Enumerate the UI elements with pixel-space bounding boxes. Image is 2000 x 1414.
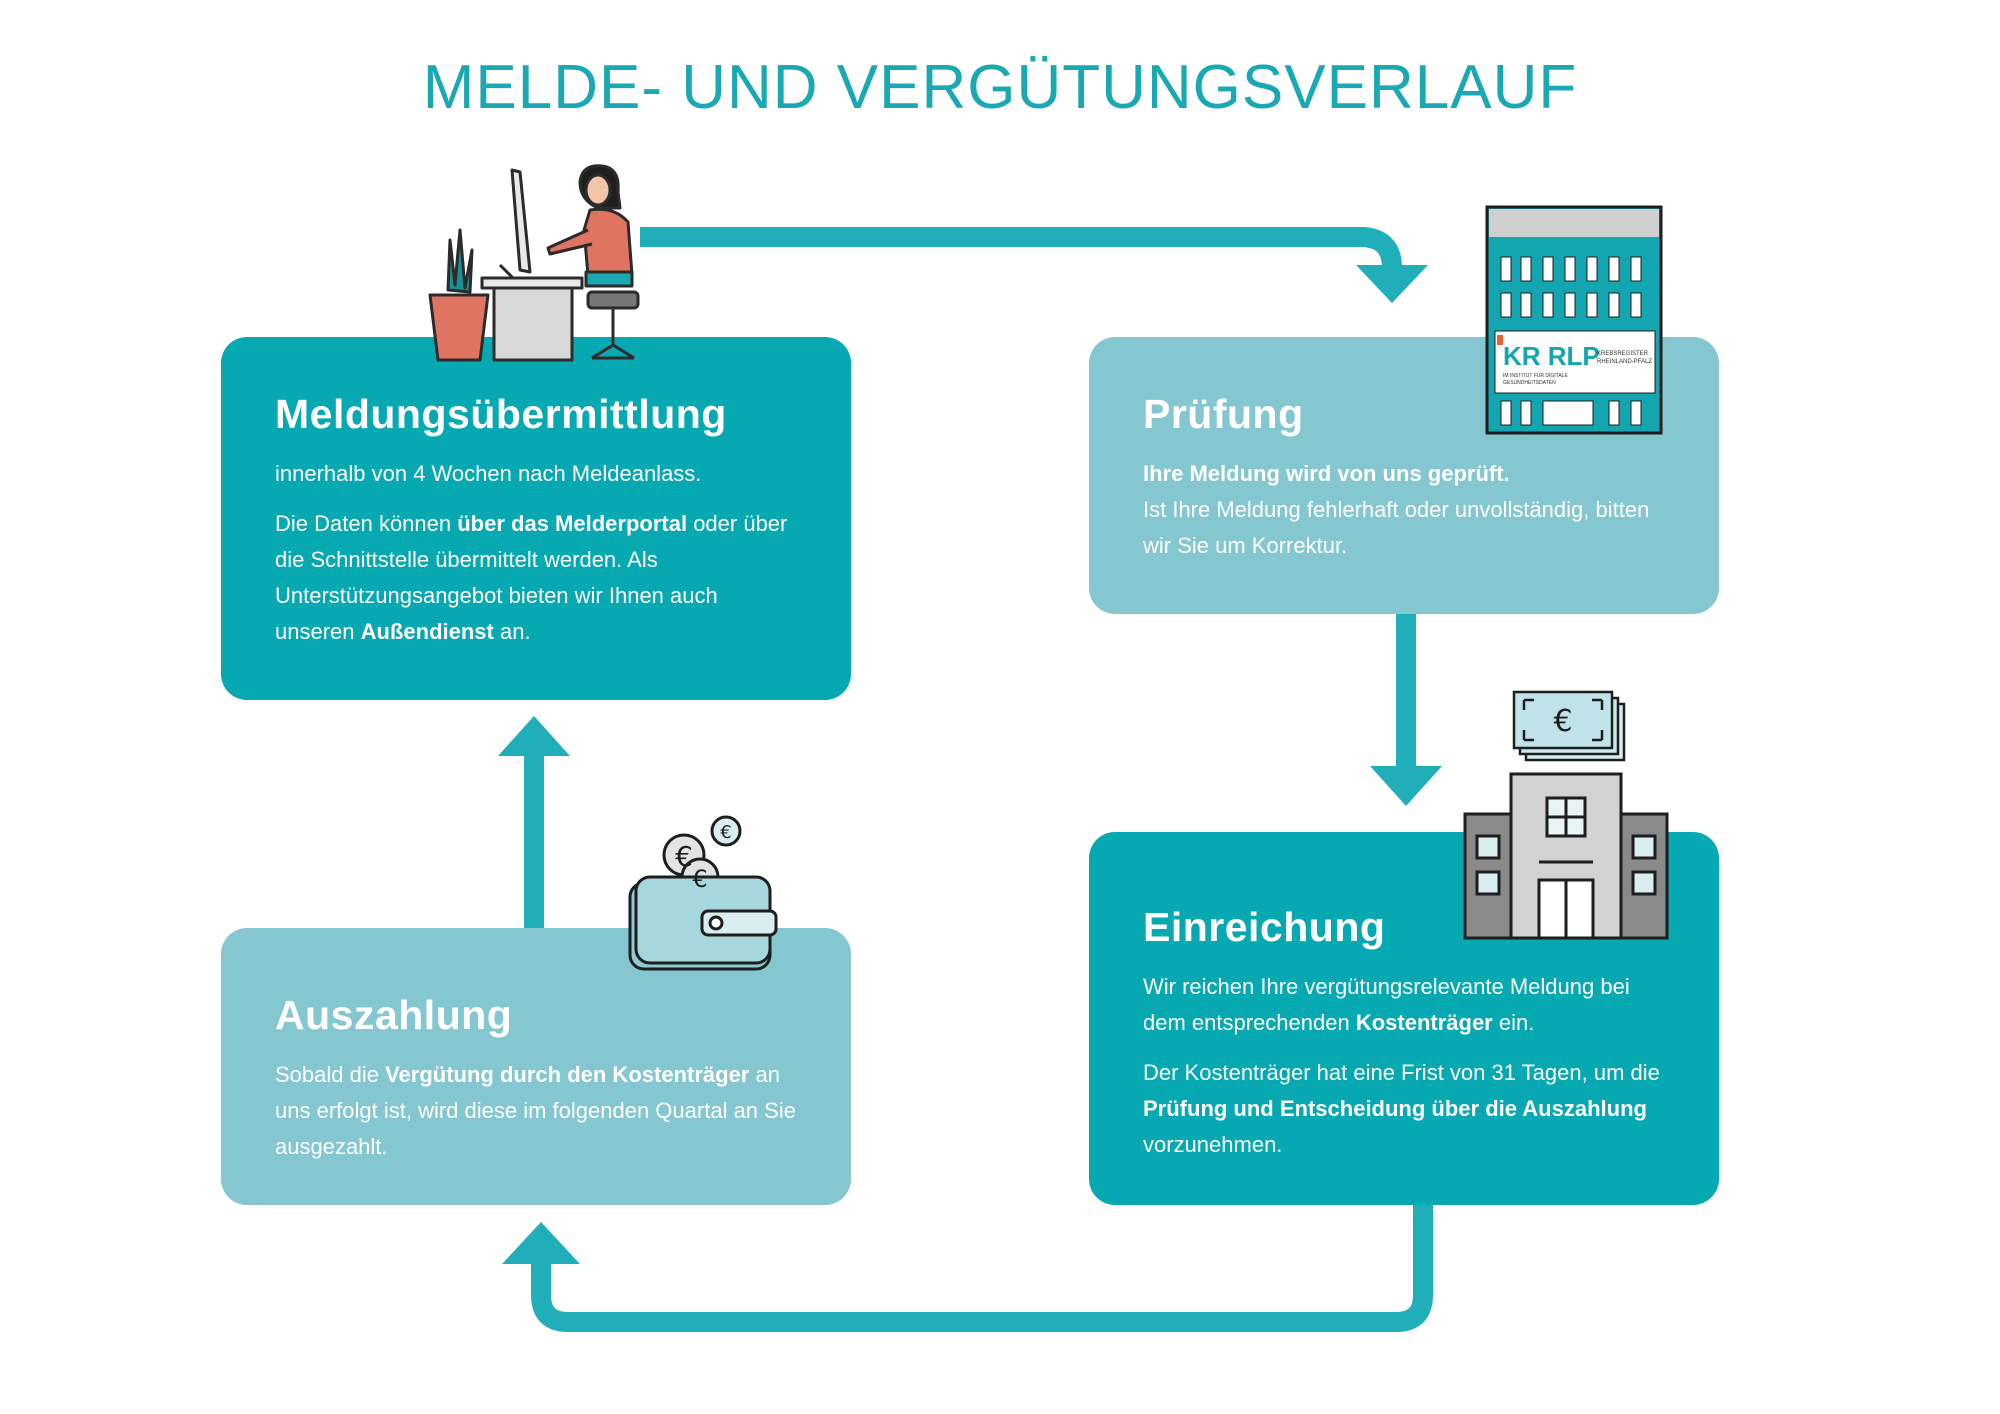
filing-heading: Einreichung	[1143, 904, 1386, 950]
arrowhead-submission	[498, 716, 570, 756]
coin-currency-3: €	[692, 865, 707, 893]
logo-sub1: IM INSTITUT FÜR DIGITALE	[1503, 372, 1568, 379]
card-submission: Meldungsübermittlung innerhalb von 4 Woc…	[221, 337, 851, 700]
arrowhead-filing	[1370, 766, 1442, 806]
arrowhead-review	[1356, 265, 1428, 303]
office-building-icon: KR RLP KREBSREGISTER RHEINLAND-PFALZ IM …	[1485, 205, 1663, 435]
filing-paragraph-1: Wir reichen Ihre vergütungsrelevante Mel…	[1143, 974, 1630, 1035]
review-heading: Prüfung	[1143, 391, 1304, 437]
filing-paragraph-2: Der Kostenträger hat eine Frist von 31 T…	[1143, 1060, 1660, 1157]
card-payout: Auszahlung Sobald die Vergütung durch de…	[221, 928, 851, 1205]
review-description: Ihre Meldung wird von uns geprüft.Ist Ih…	[1143, 461, 1650, 558]
page-title: MELDE- UND VERGÜTUNGSVERLAUF	[422, 53, 1578, 122]
cash-icon: €	[1512, 690, 1626, 762]
person-at-desk-icon	[428, 164, 640, 362]
wallet-coins-icon: € € €	[628, 815, 778, 971]
cash-currency: €	[1553, 704, 1572, 739]
arrow-to-payout	[531, 1205, 1433, 1332]
logo-line2: RHEINLAND-PFALZ	[1597, 359, 1652, 365]
logo-name: KR RLP	[1503, 341, 1600, 371]
payout-heading: Auszahlung	[275, 992, 513, 1038]
logo-sub2: GESUNDHEITSDATEN	[1503, 380, 1556, 386]
coin-currency-2: €	[675, 840, 693, 873]
arrowhead-payout	[502, 1222, 580, 1264]
submission-description: Die Daten können über das Melderportal o…	[275, 511, 788, 644]
logo-line1: KREBSREGISTER	[1597, 351, 1649, 357]
payout-description: Sobald die Vergütung durch den Kostenträ…	[275, 1062, 796, 1159]
submission-heading: Meldungsübermittlung	[275, 391, 727, 437]
submission-deadline: innerhalb von 4 Wochen nach Meldeanlass.	[275, 461, 702, 486]
insurer-building-icon	[1463, 772, 1669, 940]
arrow-to-review	[640, 227, 1402, 270]
card-filing: Einreichung Wir reichen Ihre vergütungsr…	[1089, 832, 1719, 1205]
coin-currency-1: €	[720, 822, 731, 843]
